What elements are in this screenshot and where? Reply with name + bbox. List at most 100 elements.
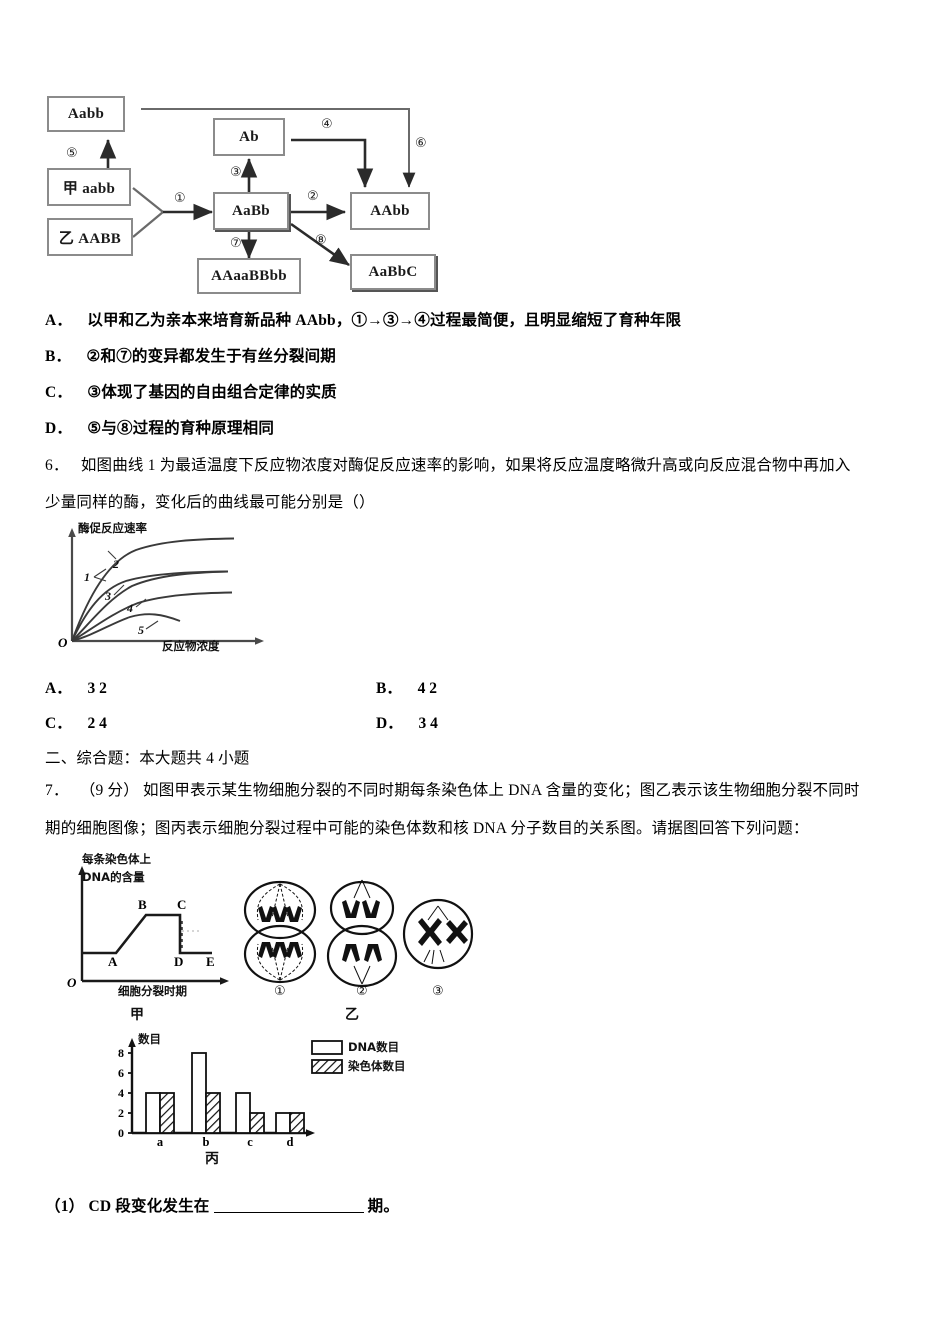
enzyme-x-axis-label: 反应物浓度 — [162, 639, 220, 653]
arrow-label-6: ⑥ — [415, 136, 427, 151]
arrow-label-1: ① — [174, 191, 186, 206]
option-key: B． — [45, 348, 72, 365]
option-text: 4 2 — [417, 680, 437, 697]
option-key: B． — [376, 680, 402, 697]
flowchart-box-parent-yi: 乙 AABB — [47, 218, 133, 256]
q7-sub-question-1: （1） CD 段变化发生在 期。 — [45, 1196, 399, 1218]
dna-point-label-c: C — [177, 897, 187, 912]
box-label: Ab — [239, 128, 259, 145]
cell-image-label-2: ② — [356, 984, 368, 999]
arrow-label-3: ③ — [230, 165, 242, 180]
box-label: AaBbC — [368, 263, 418, 280]
dna-origin-label: O — [67, 975, 77, 990]
option-key: D． — [45, 420, 73, 437]
dna-content-plot — [78, 866, 229, 985]
q7-stem-line2: 期的细胞图像；图丙表示细胞分裂过程中可能的染色体数和核 DNA 分子数目的关系图… — [45, 820, 809, 837]
flowchart-box-aabbc: AaBbC — [350, 254, 436, 290]
q5-option-a: A． 以甲和乙为亲本来培育新品种 AAbb，①→③→④过程最简便，且明显缩短了育… — [45, 310, 681, 332]
box-label: AaBb — [232, 202, 270, 219]
option-text: ⑤与⑧过程的育种原理相同 — [87, 420, 275, 437]
cell-images-drawing — [243, 879, 474, 988]
breeding-flowchart-figure: Aabb 甲 aabb 乙 AABB Ab AaBb AAbb AAaaBBbb… — [45, 92, 510, 294]
figure-caption-yi: 乙 — [345, 1007, 359, 1023]
answer-blank-1[interactable] — [213, 1198, 364, 1213]
bar-category-d: d — [286, 1135, 294, 1149]
figure-caption-bing: 丙 — [205, 1151, 219, 1167]
enzyme-origin-label: O — [58, 635, 68, 650]
enzyme-rate-curve-figure: 酶促反应速率 反应物浓度 O 2 1 3 4 5 — [50, 521, 290, 653]
figure-caption-jia: 甲 — [130, 1007, 144, 1023]
flowchart-box-aabb-hybrid: AaBb — [213, 192, 289, 230]
bar-chart-plot — [128, 1038, 343, 1137]
option-key: C． — [45, 715, 72, 732]
sub-question-prefix: CD 段变化发生在 — [88, 1198, 210, 1215]
bar-category-c: c — [247, 1135, 253, 1149]
option-text: ②和⑦的变异都发生于有丝分裂间期 — [86, 348, 337, 365]
box-label: 乙 AABB — [58, 230, 122, 247]
dna-x-axis-label: 细胞分裂时期 — [118, 984, 187, 998]
dna-y-axis-label-line1: 每条染色体上 — [82, 852, 151, 866]
option-key: A． — [45, 312, 73, 329]
q7-stem-line1: 7． （9 分） 如图甲表示某生物细胞分裂的不同时期每条染色体上 DNA 含量的… — [45, 780, 860, 802]
arrow-label-7: ⑦ — [230, 236, 242, 251]
sub-question-suffix: 期。 — [367, 1198, 400, 1215]
arrow-label-5: ⑤ — [66, 146, 78, 161]
enzyme-curve-label-2: 2 — [113, 557, 119, 571]
flowchart-box-aabb-target: AAbb — [350, 192, 430, 230]
dna-point-label-d: D — [174, 954, 184, 969]
dna-content-chart-figure: 每条染色体上 DNA的含量 A B C D E O 细胞分裂时期 — [60, 852, 245, 1003]
bar-y-tick-0: 0 — [118, 1126, 124, 1140]
sub-question-key: （1） — [45, 1198, 85, 1215]
arrow-label-4: ④ — [321, 117, 333, 132]
cell-image-label-3: ③ — [432, 984, 444, 999]
bar-category-a: a — [156, 1135, 164, 1149]
arrow-label-2: ② — [307, 189, 319, 204]
flowchart-box-aabb-top: Aabb — [47, 96, 125, 132]
q5-option-b: B． ②和⑦的变异都发生于有丝分裂间期 — [45, 346, 336, 368]
q5-option-c: C． ③体现了基因的自由组合定律的实质 — [45, 382, 337, 404]
q6-option-d: D． 3 4 — [376, 711, 438, 733]
arrow-label-8: ⑧ — [315, 233, 327, 248]
flowchart-connectors — [99, 108, 416, 267]
bar-category-b: b — [202, 1135, 210, 1149]
enzyme-curve-label-4: 4 — [127, 601, 133, 615]
bar-y-tick-4: 4 — [118, 1086, 124, 1100]
q6-stem-line1: 6． 如图曲线 1 为最适温度下反应物浓度对酶促反应速率的影响，如果将反应温度略… — [45, 455, 851, 477]
q6-stem-line2: 少量同样的酶，变化后的曲线最可能分别是（） — [45, 494, 375, 511]
bar-y-tick-6: 6 — [118, 1066, 124, 1080]
bar-y-tick-8: 8 — [118, 1046, 124, 1060]
enzyme-curve-label-1: 1 — [84, 570, 90, 584]
dna-point-label-a: A — [108, 954, 118, 969]
option-key: A． — [45, 680, 72, 697]
option-key: D． — [376, 715, 403, 732]
flowchart-box-aaaabbbb: AAaaBBbb — [197, 258, 301, 294]
q6-option-b: B． 4 2 — [376, 676, 437, 698]
bar-y-axis-label: 数目 — [138, 1032, 161, 1046]
flowchart-box-ab: Ab — [213, 118, 285, 156]
enzyme-y-axis-label: 酶促反应速率 — [78, 521, 147, 535]
q6-option-a: A． 3 2 — [45, 676, 107, 698]
box-label: Aabb — [67, 105, 105, 122]
enzyme-curve-label-3: 3 — [105, 589, 111, 603]
q7-score: （9 分） — [79, 782, 139, 799]
dna-point-label-b: B — [138, 897, 147, 912]
dna-point-label-e: E — [206, 954, 215, 969]
enzyme-curve-label-5: 5 — [138, 623, 144, 637]
q7-number: 7． — [45, 782, 69, 799]
chromosome-dna-bar-chart-figure: 数目 0 2 4 6 8 a b c d DNA数目 染色体数目 — [100, 1032, 440, 1163]
box-label: AAaaBBbb — [211, 267, 287, 284]
box-label: AAbb — [370, 202, 410, 219]
q6-stem-text: 如图曲线 1 为最适温度下反应物浓度对酶促反应速率的影响，如果将反应温度略微升高… — [80, 457, 851, 474]
bar-legend-label-chromosome: 染色体数目 — [348, 1059, 406, 1073]
cell-division-images-figure: ① ② ③ — [232, 872, 477, 1007]
section2-heading: 二、综合题：本大题共 4 小题 — [45, 750, 250, 767]
bar-legend-label-dna: DNA数目 — [348, 1040, 400, 1054]
dna-y-axis-label-line2: DNA的含量 — [82, 870, 145, 884]
option-text: 3 2 — [87, 680, 107, 697]
q6-option-c: C． 2 4 — [45, 711, 107, 733]
option-text: 以甲和乙为亲本来培育新品种 AAbb，①→③→④过程最简便，且明显缩短了育种年限 — [87, 312, 682, 329]
option-text: ③体现了基因的自由组合定律的实质 — [87, 384, 337, 401]
option-key: C． — [45, 384, 73, 401]
q6-number: 6． — [45, 457, 69, 474]
